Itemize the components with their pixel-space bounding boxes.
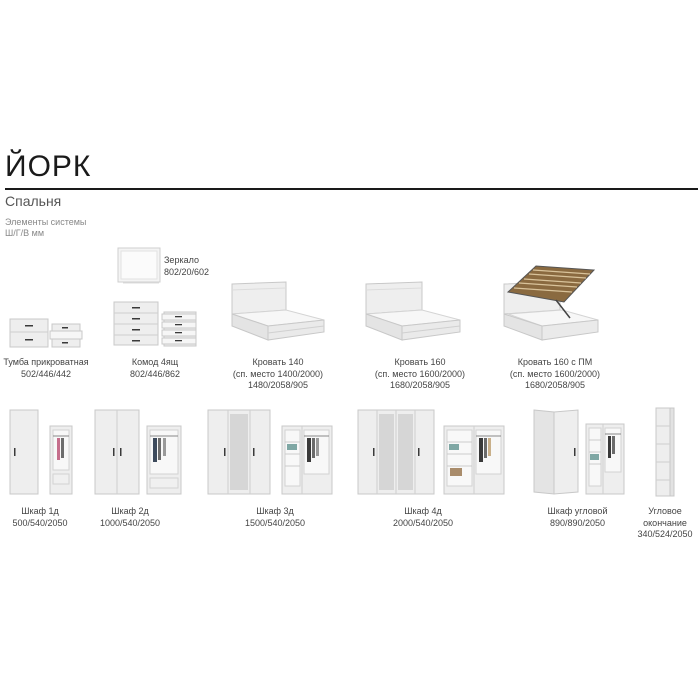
wardrobe-2-door-name: Шкаф 2д bbox=[111, 506, 149, 516]
page-title: ЙОРК bbox=[5, 150, 92, 183]
mirror-dims: 802/20/602 bbox=[164, 266, 210, 277]
bed-160-lift-spec: (сп. место 1600/2000) bbox=[509, 368, 601, 379]
corner-wardrobe-dims: 890/890/2050 bbox=[549, 517, 606, 528]
bed-140-spec: (сп. место 1400/2000) bbox=[232, 368, 324, 379]
wardrobe-1-door-dims: 500/540/2050 bbox=[12, 517, 68, 528]
bed-160-spec: (сп. место 1600/2000) bbox=[374, 368, 466, 379]
wardrobe-2-door-image bbox=[93, 408, 185, 496]
bed-140-dims: 1480/2058/905 bbox=[247, 380, 309, 390]
corner-wardrobe-caption: Шкаф угловой 890/890/2050 bbox=[535, 506, 620, 529]
wardrobe-1-door-image bbox=[8, 408, 74, 496]
wardrobe-4-door-caption: Шкаф 4д 2000/540/2050 bbox=[383, 506, 463, 529]
wardrobe-4-door-image bbox=[356, 408, 508, 496]
dresser-name: Комод 4ящ bbox=[131, 357, 179, 367]
dimension-note: Элементы системы Ш/Г/В мм bbox=[5, 217, 86, 239]
corner-wardrobe-name: Шкаф угловой bbox=[547, 506, 608, 516]
bed-160-caption: Кровать 160 (сп. место 1600/2000) 1680/2… bbox=[370, 357, 470, 392]
bed-160-dims: 1680/2058/905 bbox=[389, 380, 451, 390]
bed-160-image bbox=[362, 280, 464, 344]
nightstand-name: Тумба прикроватная bbox=[3, 357, 89, 367]
bed-160-name: Кровать 160 bbox=[394, 357, 446, 367]
bed-160-lift-name: Кровать 160 с ПМ bbox=[517, 357, 593, 367]
wardrobe-4-door-name: Шкаф 4д bbox=[404, 506, 442, 516]
mirror-image bbox=[117, 247, 161, 285]
corner-end-name-1: Угловое bbox=[648, 506, 682, 516]
note-line-1: Элементы системы bbox=[5, 217, 87, 227]
bed-140-image bbox=[228, 280, 328, 344]
corner-end-dims: 340/524/2050 bbox=[637, 529, 693, 539]
bed-160-lift-caption: Кровать 160 с ПМ (сп. место 1600/2000) 1… bbox=[505, 357, 605, 392]
title-divider bbox=[5, 188, 698, 190]
wardrobe-3-door-name: Шкаф 3д bbox=[256, 506, 294, 516]
bed-160-lift-dims: 1680/2058/905 bbox=[524, 380, 586, 390]
note-line-2: Ш/Г/В мм bbox=[5, 228, 45, 238]
wardrobe-1-door-name: Шкаф 1д bbox=[21, 506, 59, 516]
wardrobe-4-door-dims: 2000/540/2050 bbox=[392, 517, 454, 528]
dresser-dims: 802/446/862 bbox=[129, 368, 181, 379]
mirror-caption: Зеркало 802/20/602 bbox=[164, 255, 209, 278]
corner-end-caption: Угловое окончание 340/524/2050 bbox=[632, 506, 698, 541]
mirror-name: Зеркало bbox=[164, 255, 199, 265]
page-subtitle: Спальня bbox=[5, 193, 62, 209]
bed-160-lift-image bbox=[500, 262, 604, 344]
nightstand-image bbox=[8, 316, 84, 350]
corner-wardrobe-image bbox=[532, 408, 628, 496]
dresser-image bbox=[112, 300, 200, 348]
wardrobe-3-door-dims: 1500/540/2050 bbox=[244, 517, 306, 528]
wardrobe-2-door-caption: Шкаф 2д 1000/540/2050 bbox=[95, 506, 165, 529]
wardrobe-3-door-image bbox=[206, 408, 336, 496]
bed-140-name: Кровать 140 bbox=[252, 357, 304, 367]
nightstand-dims: 502/446/442 bbox=[20, 368, 72, 379]
corner-end-name-2: окончание bbox=[643, 517, 687, 528]
corner-end-image bbox=[654, 406, 676, 498]
dresser-caption: Комод 4ящ 802/446/862 bbox=[110, 357, 200, 380]
wardrobe-2-door-dims: 1000/540/2050 bbox=[99, 517, 161, 528]
nightstand-caption: Тумба прикроватная 502/446/442 bbox=[0, 357, 92, 380]
wardrobe-1-door-caption: Шкаф 1д 500/540/2050 bbox=[4, 506, 76, 529]
bed-140-caption: Кровать 140 (сп. место 1400/2000) 1480/2… bbox=[228, 357, 328, 392]
wardrobe-3-door-caption: Шкаф 3д 1500/540/2050 bbox=[235, 506, 315, 529]
